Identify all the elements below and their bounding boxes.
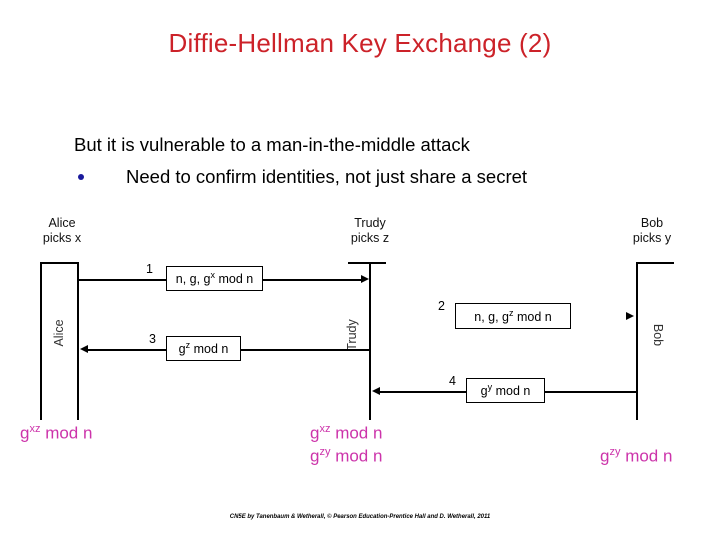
annotation-bob-secret: gzy mod n: [600, 446, 673, 466]
protocol-diagram: Alice picks x Alice Trudy picks z Trudy …: [0, 206, 720, 421]
party-header-bob: Bob picks y: [604, 216, 700, 246]
party-header-trudy-line2: picks z: [350, 231, 390, 245]
body-text-block: But it is vulnerable to a man-in-the-mid…: [74, 133, 674, 189]
annotation-trudy-secret-1: gxz mod n: [310, 423, 383, 443]
msg-4-arrowhead-icon: [372, 387, 380, 395]
bob-lifeline: [636, 262, 638, 420]
party-header-bob-line1: Bob: [640, 216, 664, 230]
alice-box-top-edge: [40, 262, 78, 264]
msg-1-line-left: [78, 279, 166, 281]
bob-box-top-edge: [636, 262, 674, 264]
msg-1-line-right: [263, 279, 363, 281]
bullet-dot-icon: [78, 174, 84, 180]
msg-4-number: 4: [449, 374, 456, 388]
msg-3-line-right: [241, 349, 369, 351]
msg-2-number: 2: [438, 299, 445, 313]
annotation-trudy-secret-2: gzy mod n: [310, 446, 383, 466]
trudy-lifeline: [369, 262, 371, 420]
party-header-alice-line1: Alice: [48, 216, 76, 230]
msg-2-arrowhead-icon: [626, 312, 634, 320]
msg-1-number: 1: [146, 262, 153, 276]
msg-3-box: gz mod n: [166, 336, 241, 361]
party-header-bob-line2: picks y: [632, 231, 672, 245]
msg-4-label: gy mod n: [480, 382, 531, 399]
msg-1-arrowhead-icon: [361, 275, 369, 283]
msg-3-number: 3: [149, 332, 156, 346]
alice-lifeline-label: Alice: [52, 319, 66, 347]
msg-1-label: n, g, gx mod n: [175, 270, 254, 287]
msg-4-line-left: [380, 391, 466, 393]
msg-2-label: n, g, gz mod n: [474, 307, 552, 324]
msg-3-label: gz mod n: [178, 340, 229, 357]
party-header-alice-line2: picks x: [42, 231, 82, 245]
bob-lifeline-label: Bob: [651, 323, 665, 347]
party-header-alice: Alice picks x: [14, 216, 110, 246]
msg-2-box: n, g, gz mod n: [455, 303, 571, 329]
msg-1-box: n, g, gx mod n: [166, 266, 263, 291]
bullet-item: Need to confirm identities, not just sha…: [74, 165, 674, 189]
msg-3-arrowhead-icon: [80, 345, 88, 353]
msg-3-line-left: [88, 349, 166, 351]
source-credit: CN5E by Tanenbaum & Wetherall, © Pearson…: [229, 513, 491, 520]
trudy-box-top-edge: [348, 262, 386, 264]
msg-4-line-right: [545, 391, 637, 393]
alice-box-left-edge: [40, 262, 42, 420]
alice-lifeline: [77, 262, 79, 420]
page-title: Diffie-Hellman Key Exchange (2): [168, 28, 552, 58]
bullet-item-label: Need to confirm identities, not just sha…: [126, 166, 528, 187]
party-header-trudy-line1: Trudy: [354, 216, 386, 230]
annotation-alice-secret: gxz mod n: [20, 423, 93, 443]
msg-4-box: gy mod n: [466, 378, 545, 403]
body-statement: But it is vulnerable to a man-in-the-mid…: [74, 134, 470, 155]
party-header-trudy: Trudy picks z: [322, 216, 418, 246]
